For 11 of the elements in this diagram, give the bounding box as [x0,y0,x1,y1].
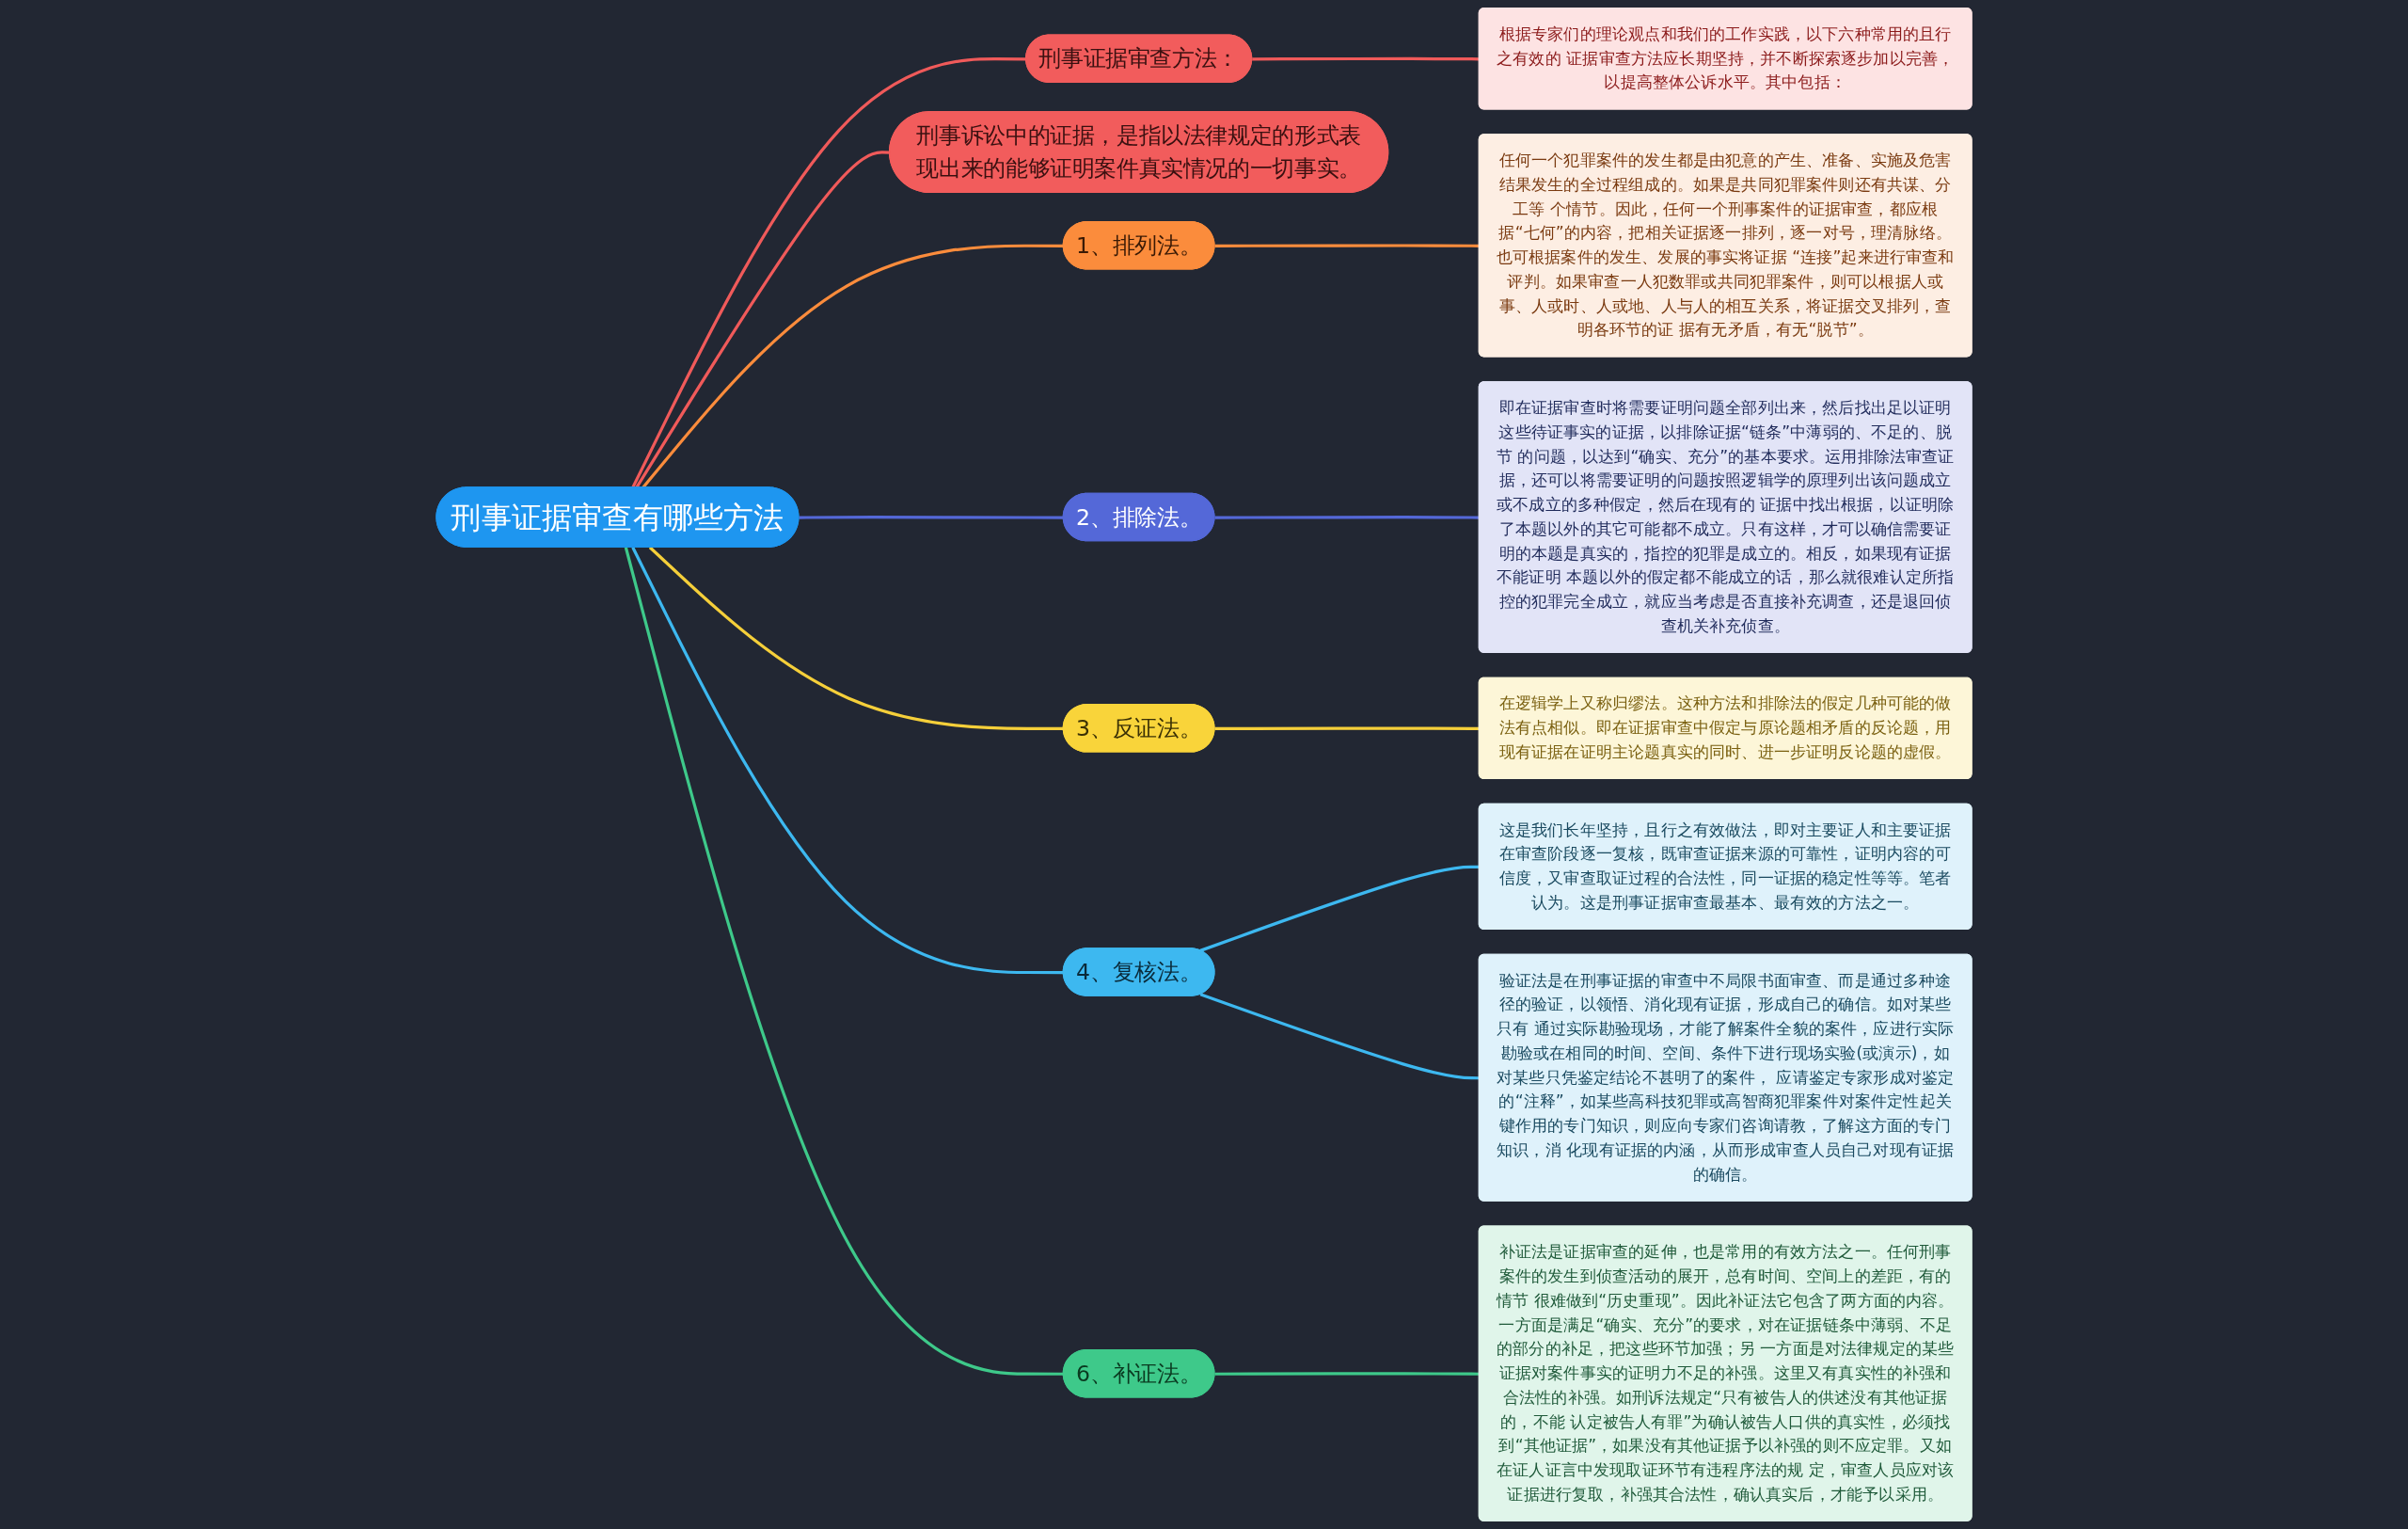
connector [648,546,1064,730]
connector [1199,993,1480,1080]
connector [1199,865,1480,952]
connector [631,547,1064,975]
connector [1214,1372,1480,1376]
connector [624,547,1064,1376]
connector [799,516,1064,519]
connector [1214,244,1480,247]
connector [1214,726,1480,730]
connector [1214,516,1480,519]
connector [1252,56,1480,61]
